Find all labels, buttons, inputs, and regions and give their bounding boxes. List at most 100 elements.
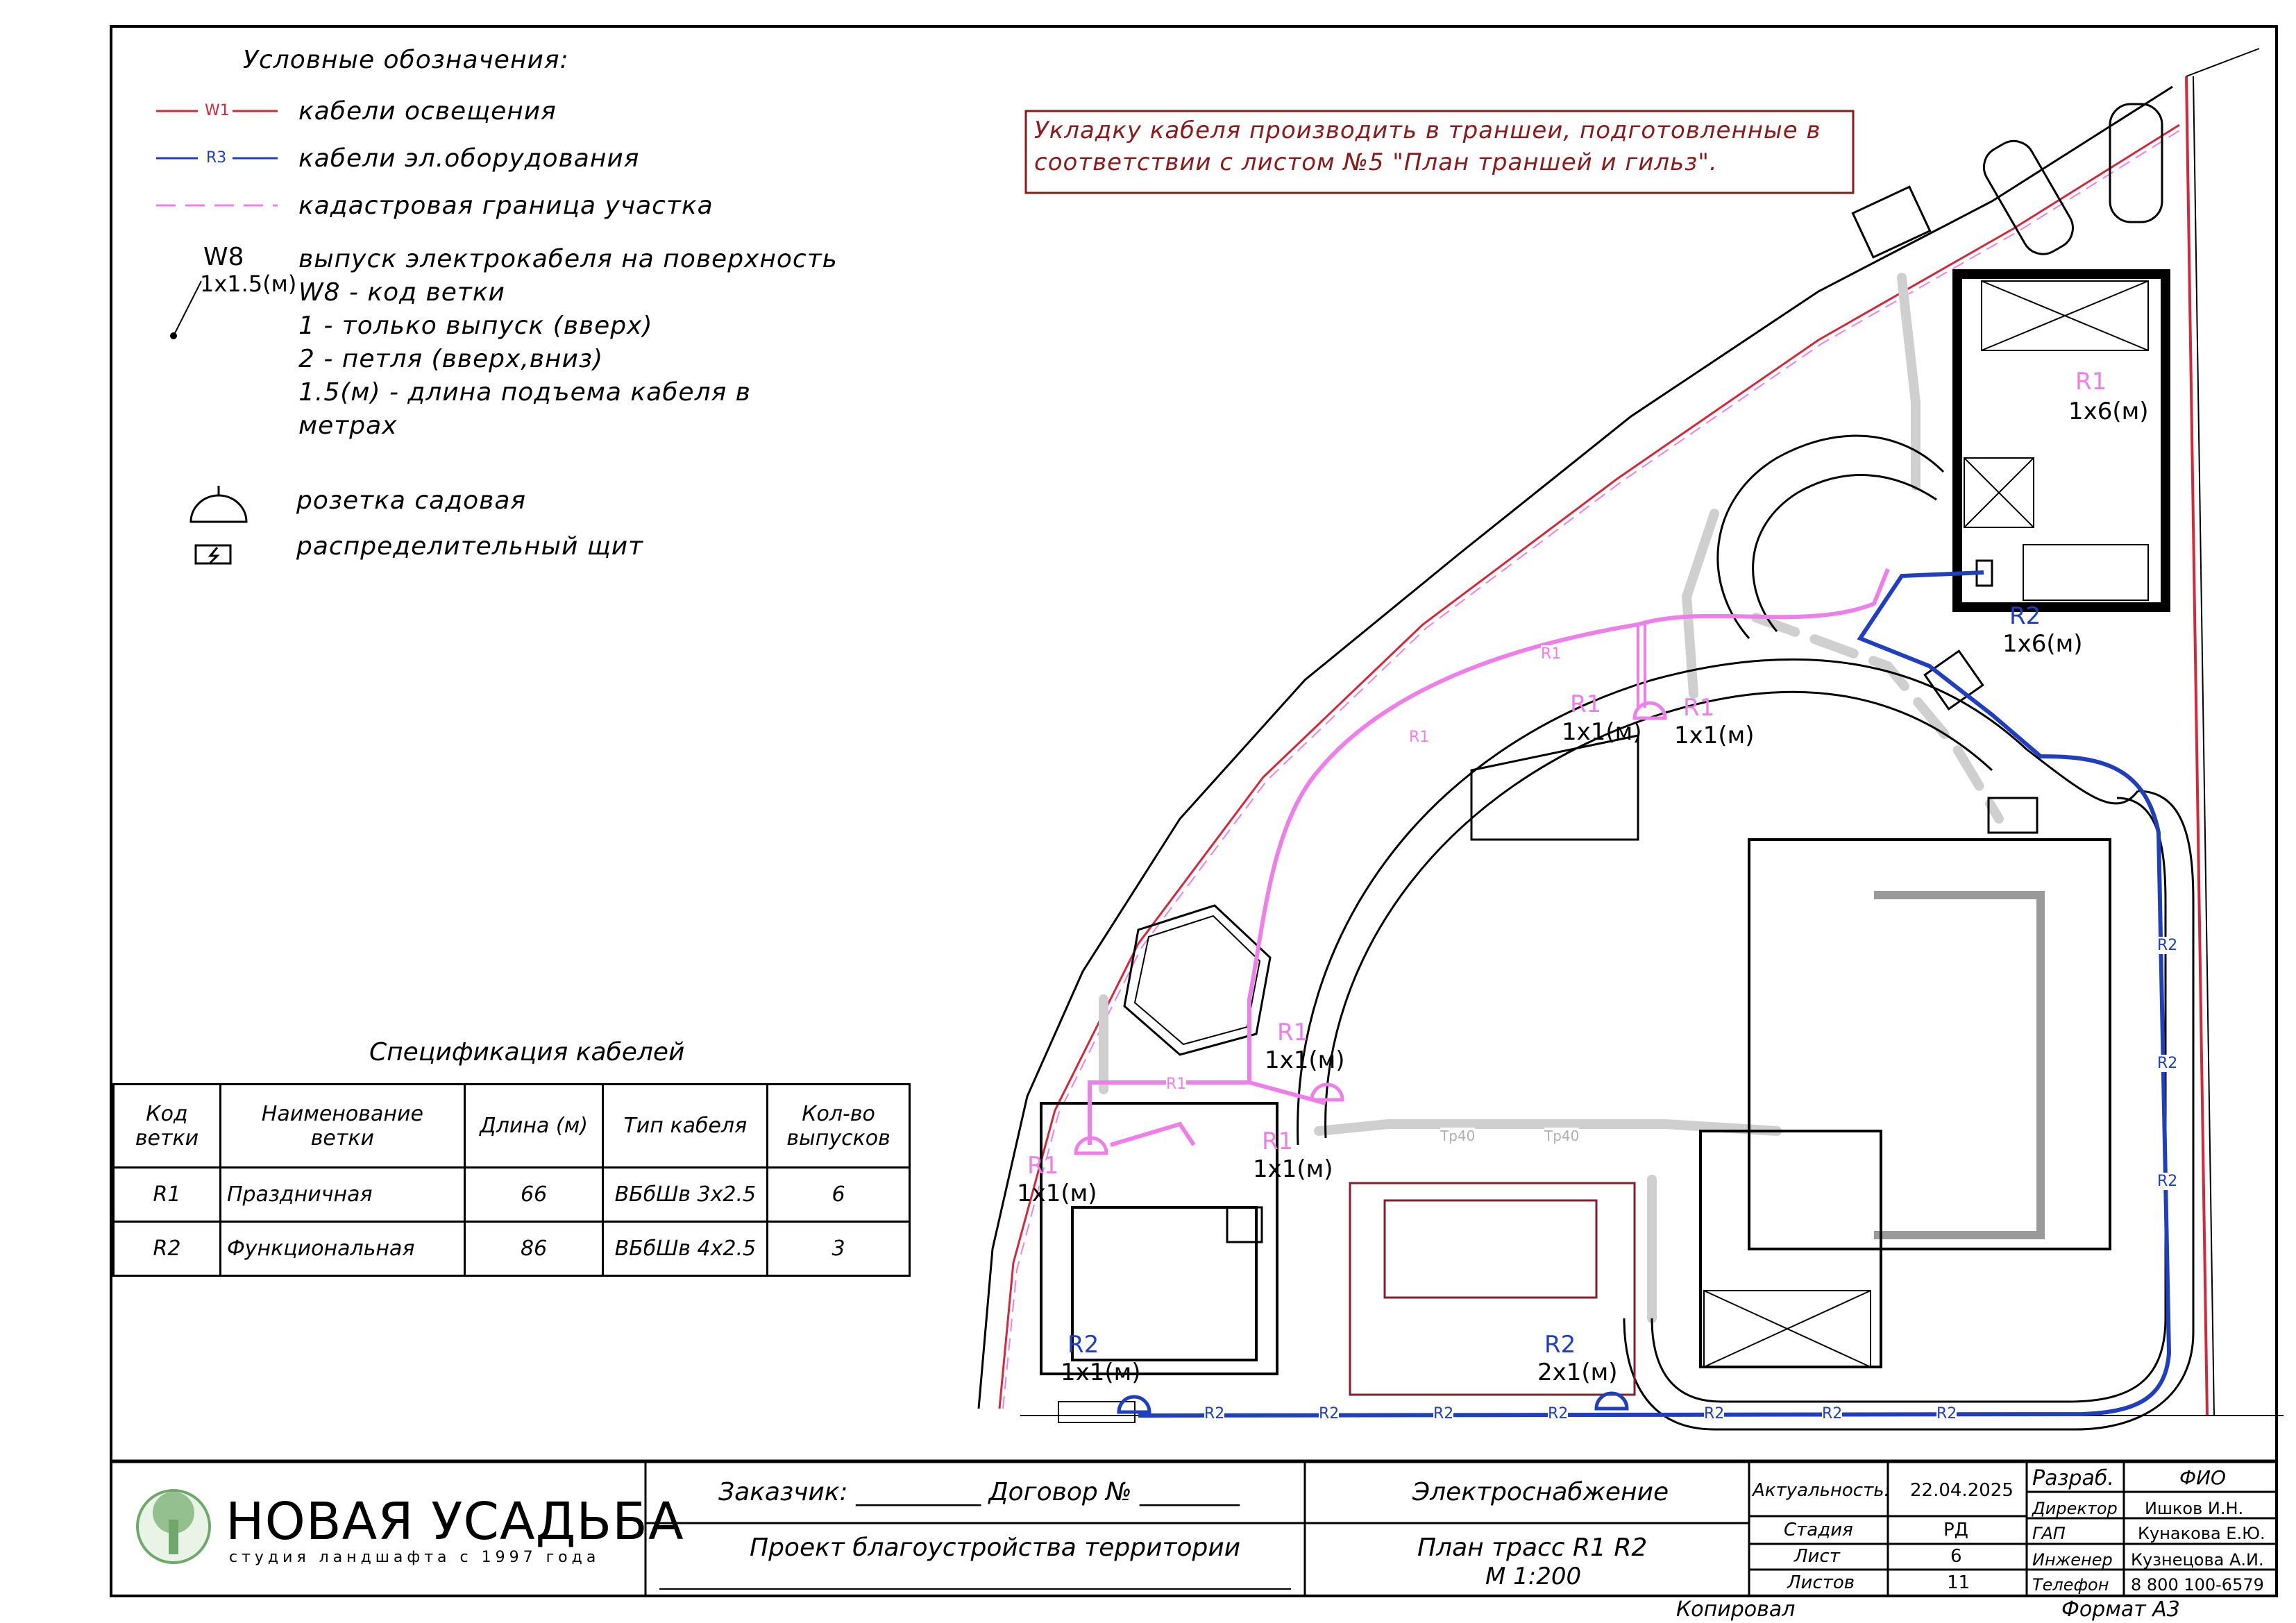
route-tag-r2: R2 xyxy=(2157,1055,2178,1072)
col-header-name: Наименование ветки xyxy=(219,1083,466,1169)
table-header-row: Код ветки Наименование ветки Длина (м) Т… xyxy=(112,1083,911,1169)
staff-role: Директор xyxy=(2032,1499,2118,1518)
stage-value: РД xyxy=(1943,1520,1968,1540)
label-r2-pool-code: R2 xyxy=(1544,1331,1576,1359)
label-r1-lower-code: R1 xyxy=(1262,1128,1294,1155)
route-tag-r1: R1 xyxy=(1166,1076,1187,1093)
label-r2-pool-size: 2x1(м) xyxy=(1537,1359,1618,1386)
label-r1-lower-size: 1x1(м) xyxy=(1253,1155,1333,1183)
logo-mark xyxy=(136,1489,211,1564)
cell-length: 86 xyxy=(463,1221,605,1277)
cell-code: R2 xyxy=(112,1221,221,1277)
scale: М 1:200 xyxy=(1485,1563,1582,1590)
label-r2-left-size: 1x1(м) xyxy=(1061,1359,1141,1386)
label-r1-top-right-size: 1x1(м) xyxy=(1674,722,1755,749)
route-tag-r2: R2 xyxy=(2157,1173,2178,1190)
staff-phone: 8 800 100-6579 xyxy=(2131,1575,2264,1595)
staff-name: Кузнецова А.И. xyxy=(2131,1550,2264,1570)
staff-role: Инженер xyxy=(2032,1550,2113,1570)
trenches xyxy=(1099,273,2004,1323)
panel-legend-icon xyxy=(194,544,232,565)
sheet-frame xyxy=(110,25,2278,1597)
cell-count: 3 xyxy=(766,1221,911,1277)
label-r1-house-size: 1x6(м) xyxy=(2068,398,2149,425)
legend-sample-w1: W1 xyxy=(205,102,230,119)
spec-title: Спецификация кабелей xyxy=(369,1038,685,1067)
col-header-code: Код ветки xyxy=(112,1083,221,1169)
sheet-number: 6 xyxy=(1950,1546,1962,1567)
legend-title: Условные обозначения: xyxy=(243,46,569,74)
staff-role: ГАП xyxy=(2032,1524,2066,1543)
socket-icon xyxy=(1074,1136,1108,1155)
label-r1-left-size: 1x1(м) xyxy=(1017,1180,1097,1207)
hexagon-gazebo xyxy=(1123,904,1272,1056)
sheets-label: Листов xyxy=(1787,1572,1855,1593)
sheet-title: План трасс R1 R2 xyxy=(1417,1533,1648,1562)
section-title: Электроснабжение xyxy=(1412,1478,1669,1506)
staff-role: Телефон xyxy=(2032,1575,2109,1595)
format-label: Формат А3 xyxy=(2061,1597,2180,1622)
staff-name: Ишков И.Н. xyxy=(2145,1499,2244,1518)
legend-outlet-code: W8 xyxy=(203,243,244,271)
guest-house xyxy=(1952,269,2170,612)
cell-name: Функциональная xyxy=(219,1221,466,1277)
pool xyxy=(1349,1182,1636,1396)
legend-graphics xyxy=(156,110,278,565)
cell-type: ВБбШв 3х2.5 xyxy=(602,1166,769,1223)
socket-icon xyxy=(1632,701,1667,720)
label-r1-top-left-size: 1x1(м) xyxy=(1562,718,1642,746)
sheet-label: Лист xyxy=(1794,1546,1840,1567)
customer-contract: Заказчик: __________ Договор № ________ xyxy=(718,1478,1240,1506)
actuality-label: Актуальность: xyxy=(1753,1480,1891,1501)
legend-outlet-line: метрах xyxy=(298,411,398,440)
driveway xyxy=(1297,434,2195,1431)
label-r1-top-right-code: R1 xyxy=(1683,694,1715,722)
route-tag-r2: R2 xyxy=(1433,1405,1454,1422)
stage-label: Стадия xyxy=(1784,1520,1853,1540)
legend-item-cadastral: кадастровая граница участка xyxy=(298,192,714,220)
route-tag-r1: R1 xyxy=(1541,645,1562,663)
cell-length: 66 xyxy=(463,1166,605,1223)
title-block-grid xyxy=(644,1461,2277,1596)
project-title: Проект благоустройства территории xyxy=(750,1533,1241,1562)
hexagon-gazebo-inner xyxy=(1133,915,1261,1046)
bathhouse xyxy=(1040,1102,1278,1423)
label-r1-mid-code: R1 xyxy=(1277,1019,1309,1046)
legend-outlet-line: 1.5(м) - длина подъема кабеля в xyxy=(298,378,751,407)
legend-item-lighting: кабели освещения xyxy=(298,97,557,126)
stairs xyxy=(1226,185,2038,1243)
label-r2-house-size: 1x6(м) xyxy=(2002,630,2083,658)
col-header-type: Тип кабеля xyxy=(602,1083,769,1169)
legend-sample-r3: R3 xyxy=(206,149,227,167)
route-r1 xyxy=(1088,568,1890,1147)
route-tag-r2: R2 xyxy=(2157,937,2178,954)
shed xyxy=(1470,734,1639,841)
legend-item-equipment: кабели эл.оборудования xyxy=(298,144,640,173)
route-tag-r2: R2 xyxy=(1936,1405,1957,1422)
route-tag-r1: R1 xyxy=(1409,729,1430,746)
route-tag-r2: R2 xyxy=(1204,1405,1225,1422)
route-tag-r2: R2 xyxy=(1822,1405,1843,1422)
socket-icon xyxy=(1117,1395,1151,1414)
legend-outlet-line: выпуск электрокабеля на поверхность xyxy=(298,245,838,273)
staff-name: ФИО xyxy=(2179,1466,2227,1489)
note-box xyxy=(1024,110,1855,194)
legend-outlet-line: W8 - код ветки xyxy=(298,278,505,307)
label-r1-left-code: R1 xyxy=(1027,1152,1059,1180)
sheets-total: 11 xyxy=(1947,1572,1970,1593)
trench-tag: Тр40 xyxy=(1440,1128,1476,1144)
legend-outlet-line: 1 - только выпуск (вверх) xyxy=(298,312,653,340)
label-r2-left-code: R2 xyxy=(1067,1331,1099,1359)
legend-outlet-line: 2 - петля (вверх,вниз) xyxy=(298,345,604,373)
trench-tag: Тр40 xyxy=(1544,1128,1580,1144)
route-r2 xyxy=(1138,570,2172,1418)
trench-note: Укладку кабеля производить в траншеи, по… xyxy=(1034,117,1821,176)
socket-icon xyxy=(1310,1082,1344,1102)
cell-name: Праздничная xyxy=(219,1166,466,1223)
route-tag-r2: R2 xyxy=(1704,1405,1725,1422)
cell-count: 6 xyxy=(766,1166,911,1223)
route-tag-r2: R2 xyxy=(1319,1405,1340,1422)
table-row: R2 Функциональная 86 ВБбШв 4х2.5 3 xyxy=(112,1221,911,1277)
